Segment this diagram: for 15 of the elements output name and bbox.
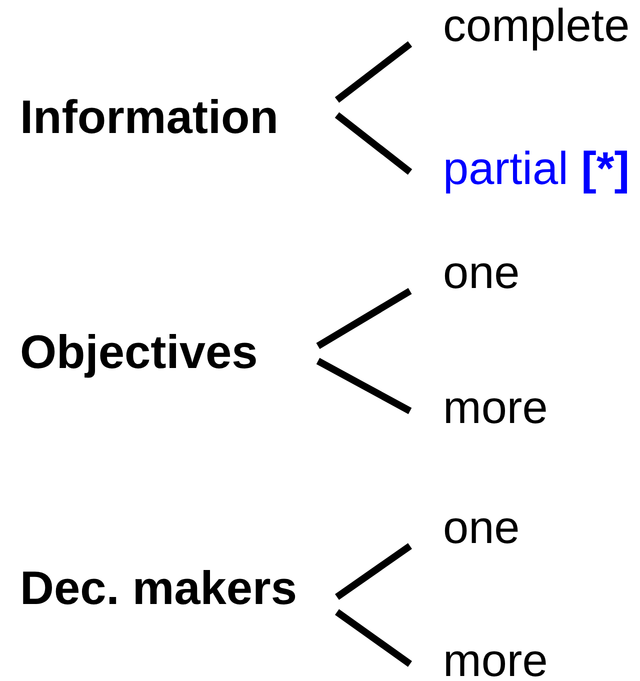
branch-line — [316, 358, 412, 414]
branch-line — [334, 41, 412, 103]
category-label: Objectives — [20, 326, 337, 378]
option-label: one — [410, 501, 520, 553]
branch-line — [316, 288, 412, 349]
branch-line — [335, 543, 412, 600]
option-label: more — [410, 381, 548, 433]
option-label: more — [410, 634, 548, 681]
option-label: one — [410, 246, 520, 298]
option-label: complete — [410, 0, 630, 51]
category-label: Information — [20, 91, 337, 143]
category-label: Dec. makers — [20, 562, 337, 614]
branch-line — [334, 112, 412, 175]
option-label: partial [*] — [410, 142, 630, 194]
branch-line — [334, 609, 412, 667]
